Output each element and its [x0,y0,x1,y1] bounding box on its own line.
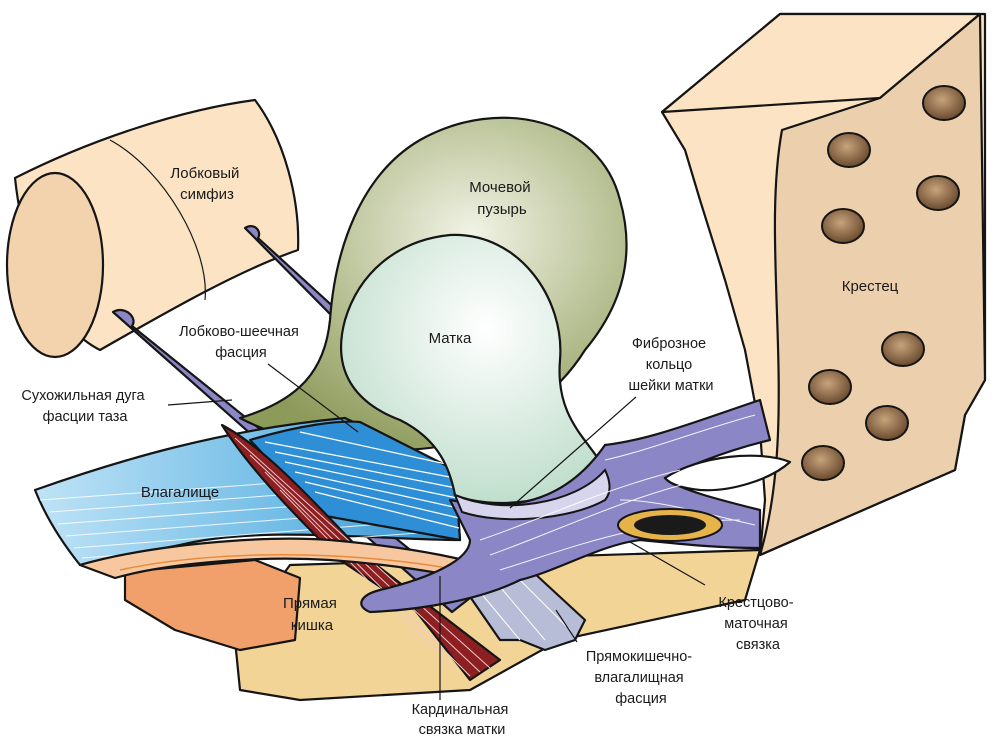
label-uterosacral-ligament: Крестцово- маточная связка [718,595,797,653]
label-pubocervical-fascia: Лобково-шеечная фасция [179,324,303,361]
label-vagina: Влагалище [141,484,219,501]
label-rectovaginal-fascia: Прямокишечно- влагалищная фасция [586,649,696,707]
label-sacrum: Крестец [842,278,899,295]
label-cardinal-ligament: Кардинальная связка матки [412,702,513,738]
label-uterus: Матка [429,330,472,347]
label-tendinous-arch: Сухожильная дуга фасции таза [21,388,148,425]
label-pericervical-ring: Фиброзное кольцо шейки матки [628,336,713,394]
